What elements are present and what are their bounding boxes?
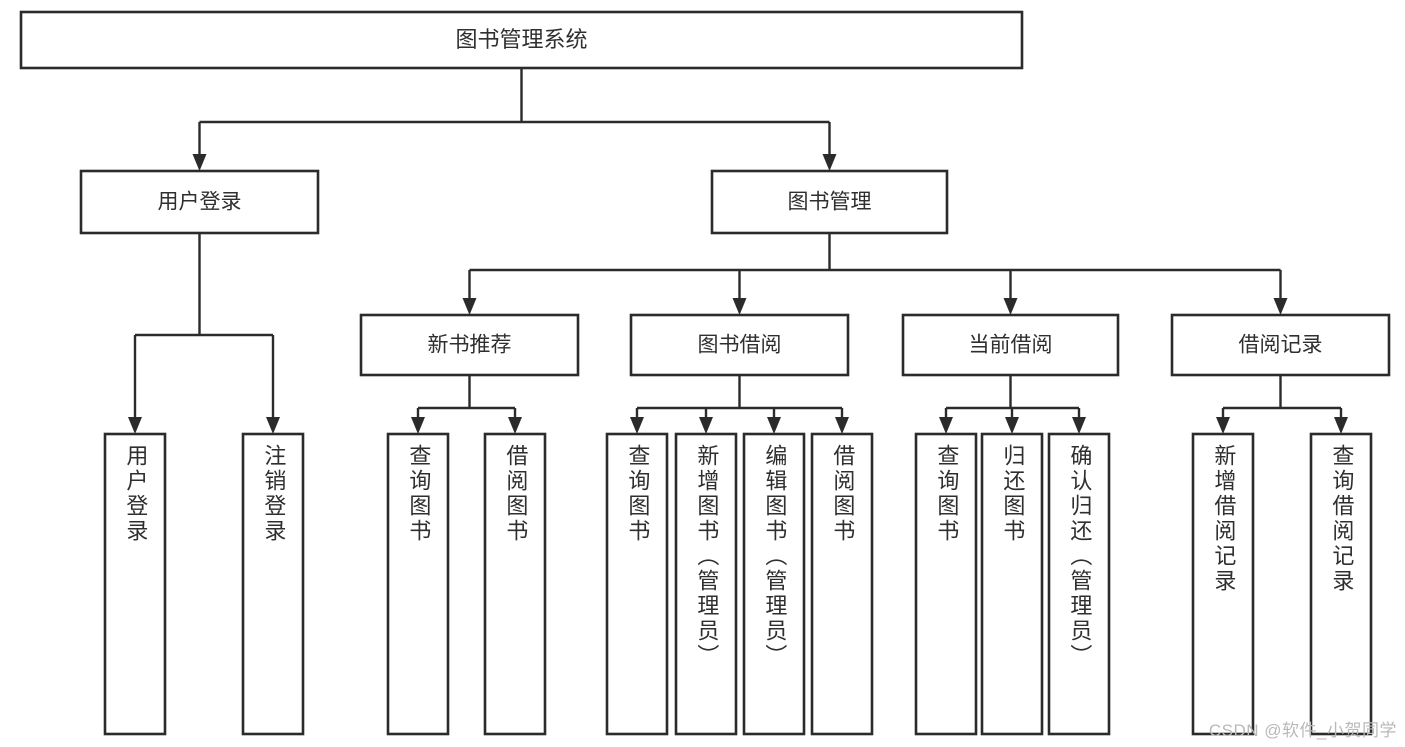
node-box-level1-0 (79, 169, 320, 235)
connector-layer (128, 68, 1348, 434)
node-label-level2-0: 新书推荐 (428, 334, 512, 357)
node-label-level1-0: 用户登录 (158, 191, 242, 214)
leaf-box-10 (1047, 432, 1111, 736)
leaf-box-11 (1191, 432, 1255, 736)
arrow-root-to-level1-1 (822, 154, 837, 171)
arrow-mgmt-to-level2-0 (462, 298, 477, 315)
node-label-level2-3: 借阅记录 (1239, 334, 1323, 357)
arrow-mgmt-to-level2-2 (1003, 298, 1018, 315)
node-box-level2-1 (629, 313, 850, 377)
arrow-branch-to-leaf-1-1 (508, 417, 522, 434)
leaf-box-3 (483, 432, 547, 736)
leaf-box-6 (742, 432, 806, 736)
arrow-root-to-level1-0 (192, 154, 207, 171)
node-label-level1-1: 图书管理 (788, 191, 872, 214)
arrow-branch-to-leaf-4-1 (1334, 417, 1348, 434)
node-label-level2-1: 图书借阅 (698, 334, 782, 357)
node-box-level2-3 (1170, 313, 1391, 377)
node-label-root: 图书管理系统 (455, 27, 587, 52)
leaf-box-1 (241, 432, 305, 736)
arrow-branch-to-leaf-1-0 (411, 417, 425, 434)
leaf-box-0 (103, 432, 167, 736)
leaf-box-7 (810, 432, 874, 736)
leaf-box-9 (980, 432, 1044, 736)
arrow-branch-to-leaf-2-0 (630, 417, 644, 434)
arrow-branch-to-leaf-3-0 (939, 417, 953, 434)
arrow-branch-to-leaf-0-1 (266, 417, 280, 434)
box-layer (19, 10, 1391, 736)
arrow-mgmt-to-level2-3 (1273, 298, 1288, 315)
leaf-box-2 (386, 432, 450, 736)
arrow-mgmt-to-level2-1 (732, 298, 747, 315)
leaf-box-8 (914, 432, 978, 736)
arrow-branch-to-leaf-3-2 (1072, 417, 1086, 434)
node-box-level2-2 (901, 313, 1120, 377)
node-label-level2-2: 当前借阅 (969, 334, 1053, 357)
arrow-branch-to-leaf-4-0 (1216, 417, 1230, 434)
node-box-level1-1 (710, 169, 949, 235)
arrow-branch-to-leaf-2-2 (767, 417, 781, 434)
leaf-box-5 (674, 432, 738, 736)
arrow-branch-to-leaf-0-0 (128, 417, 142, 434)
watermark-credit: CSDN @软件_小贺同学 (1208, 721, 1397, 740)
node-box-root (19, 10, 1024, 70)
arrow-branch-to-leaf-2-1 (699, 417, 713, 434)
leaf-box-4 (605, 432, 669, 736)
leaf-box-12 (1309, 432, 1373, 736)
node-box-level2-0 (359, 313, 580, 377)
arrow-branch-to-leaf-3-1 (1005, 417, 1019, 434)
arrow-branch-to-leaf-2-3 (835, 417, 849, 434)
